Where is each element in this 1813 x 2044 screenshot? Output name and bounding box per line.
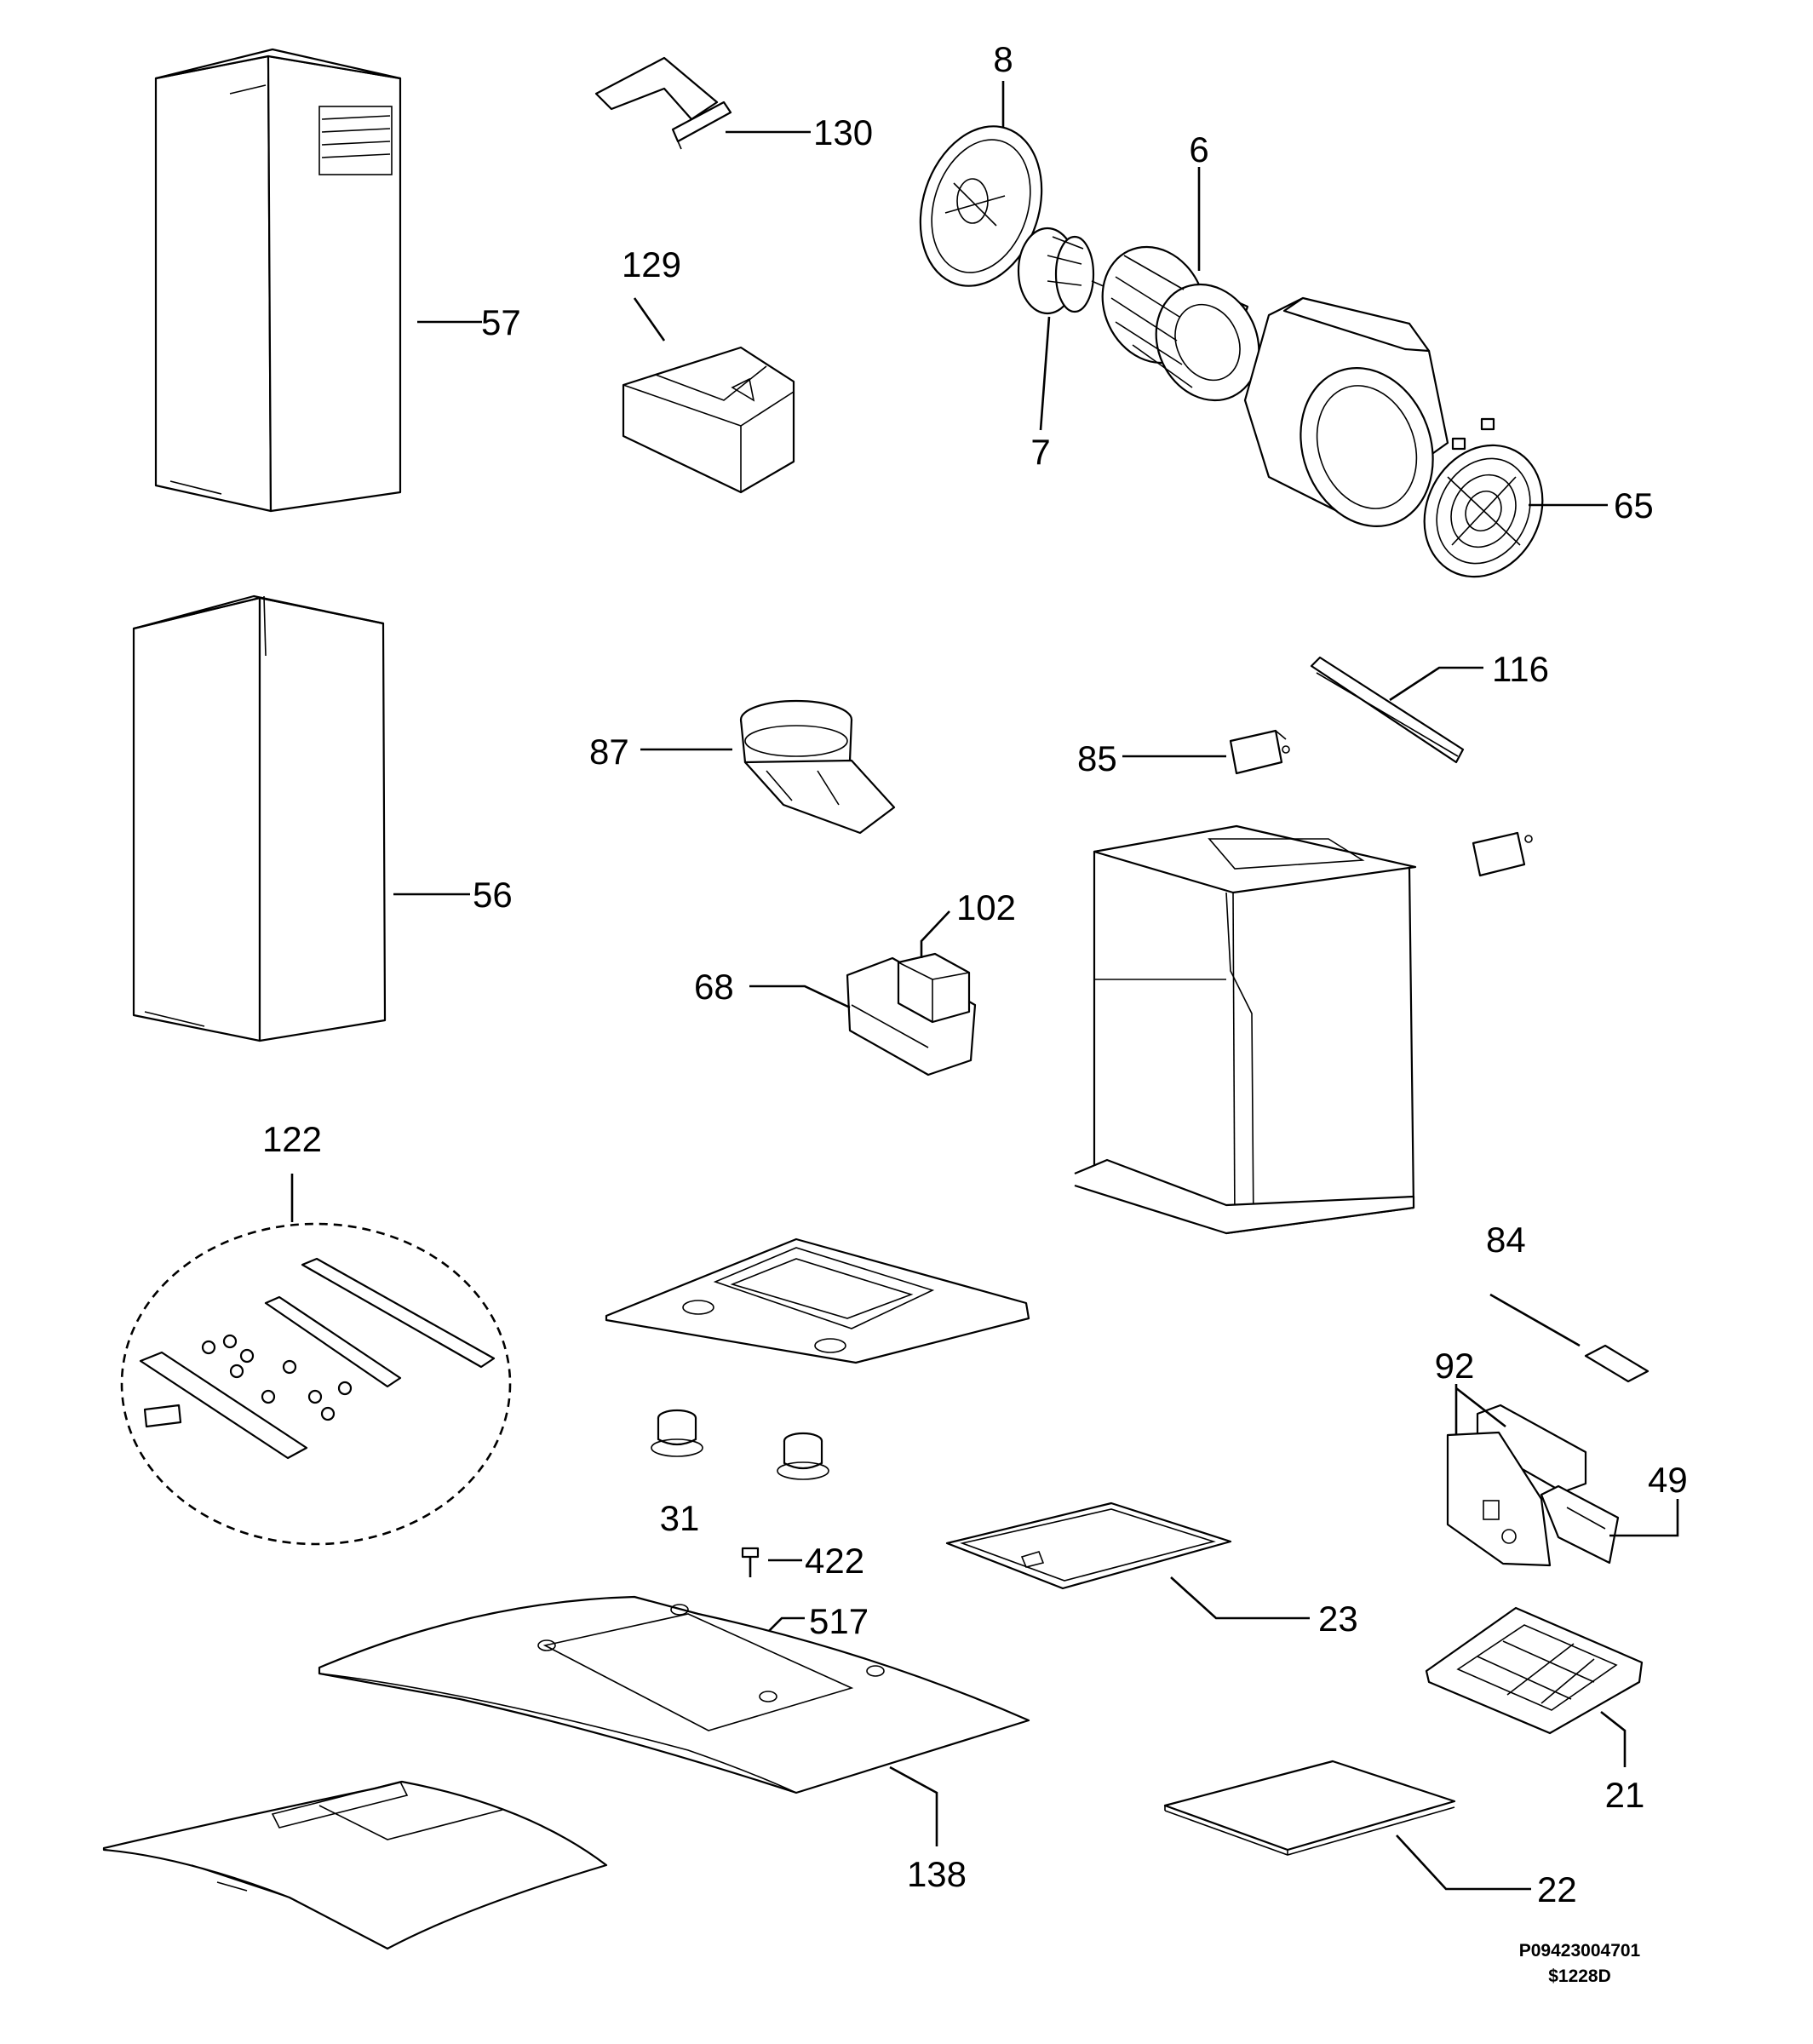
part-422-screw bbox=[741, 1547, 760, 1577]
part-21-carbon-filter bbox=[1425, 1606, 1644, 1735]
part-130-bracket bbox=[594, 56, 732, 150]
label-422: 422 bbox=[805, 1541, 864, 1581]
part-57-upper-chimney bbox=[154, 48, 402, 513]
label-22: 22 bbox=[1537, 1869, 1577, 1909]
part-85-connector bbox=[1229, 729, 1290, 775]
label-56: 56 bbox=[473, 875, 513, 915]
drawing-code: P09423004701 $1228D bbox=[1519, 1941, 1641, 1986]
label-68: 68 bbox=[694, 967, 734, 1007]
part-129-box bbox=[622, 346, 795, 494]
label-92: 92 bbox=[1435, 1346, 1475, 1386]
label-138: 138 bbox=[907, 1854, 967, 1894]
label-85: 85 bbox=[1077, 738, 1117, 778]
part-31-knob bbox=[651, 1409, 703, 1457]
label-122: 122 bbox=[262, 1119, 322, 1159]
label-31: 31 bbox=[660, 1498, 700, 1538]
part-6-blower-wheel bbox=[1101, 245, 1260, 402]
label-116: 116 bbox=[1492, 649, 1549, 689]
label-87: 87 bbox=[589, 732, 629, 772]
label-8: 8 bbox=[993, 39, 1013, 79]
part-56-lower-chimney bbox=[132, 594, 387, 1042]
part-87-duct-adapter bbox=[739, 699, 896, 835]
part-7-motor bbox=[1017, 227, 1112, 315]
part-122-control-kit bbox=[120, 1222, 512, 1546]
label-517: 517 bbox=[809, 1601, 869, 1641]
part-knob-second bbox=[777, 1432, 829, 1480]
label-84: 84 bbox=[1486, 1220, 1526, 1260]
label-6: 6 bbox=[1189, 129, 1208, 169]
label-65: 65 bbox=[1614, 485, 1654, 525]
part-65-grille bbox=[1423, 444, 1544, 578]
part-84-switch bbox=[1584, 1344, 1649, 1383]
part-23-filter-frame bbox=[945, 1501, 1232, 1590]
drawing-code-line2: $1228D bbox=[1548, 1966, 1611, 1986]
label-57: 57 bbox=[481, 302, 521, 342]
label-102: 102 bbox=[956, 887, 1016, 927]
part-8-motor-plate bbox=[919, 125, 1043, 287]
part-lower-canopy bbox=[102, 1780, 608, 1950]
part-68-102-transformer bbox=[846, 952, 977, 1077]
part-hood-body bbox=[1074, 824, 1417, 1235]
part-22-grease-filter bbox=[1163, 1760, 1456, 1856]
label-49: 49 bbox=[1648, 1460, 1688, 1500]
label-130: 130 bbox=[813, 112, 873, 152]
part-base-plate bbox=[605, 1237, 1030, 1364]
label-21: 21 bbox=[1605, 1775, 1645, 1815]
drawing-code-line1: P09423004701 bbox=[1519, 1941, 1641, 1961]
part-number-labels: 8 130 6 57 129 7 65 116 87 85 56 102 68 … bbox=[262, 39, 1688, 1909]
part-connector-right bbox=[1472, 831, 1533, 877]
label-129: 129 bbox=[622, 244, 681, 284]
label-7: 7 bbox=[1030, 432, 1050, 472]
part-138-glass-canopy bbox=[318, 1595, 1030, 1794]
part-blower-housing bbox=[1243, 296, 1495, 527]
part-116-rail bbox=[1310, 656, 1465, 764]
part-49-board bbox=[1540, 1484, 1620, 1565]
label-23: 23 bbox=[1318, 1599, 1358, 1639]
